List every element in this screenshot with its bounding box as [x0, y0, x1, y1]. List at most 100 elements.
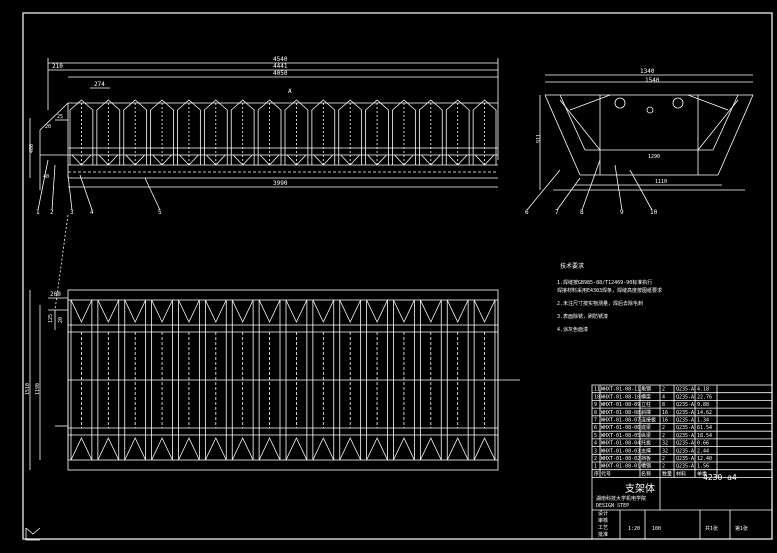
plan-bay-bottom-brace [151, 437, 173, 461]
plan-bay-bottom-brace [205, 437, 227, 461]
plan-bay-top-brace [70, 299, 93, 323]
bom-cell: 底梁 [641, 424, 651, 431]
front-bay-brace [430, 154, 441, 166]
bom-cell: 2 [662, 425, 665, 431]
bom-cell: WHXT-01-08-11 [601, 387, 640, 393]
plan-bay-top-brace [393, 299, 415, 323]
front-bay-brace [367, 154, 378, 166]
front-bay-frame [472, 99, 497, 165]
note-4: 4.涂灰色面漆 [557, 326, 588, 333]
dim-side-bottom-a: 1290 [648, 154, 660, 160]
bom-cell: 1.56 [697, 464, 709, 470]
title-label-approve: 批准 [598, 531, 608, 538]
bom-cell: 连接板 [641, 417, 656, 424]
front-bay-brace [188, 154, 199, 166]
bom-cell: 2 [662, 464, 665, 470]
dim-front-overall: 4540 [273, 56, 288, 63]
bom-cell: 4 [662, 394, 665, 400]
side-view [539, 74, 754, 191]
note-3: 3.表面除锈，刷防锈漆 [557, 313, 608, 320]
bom-cell: Q235-A [676, 441, 694, 447]
front-bay-brace [474, 154, 485, 166]
front-bay-frame [257, 99, 282, 165]
side-dimensions: 1340 1540 1290 1110 911 [536, 68, 667, 185]
bom-header-cell: 序 [594, 470, 599, 477]
bom-cell: 32 [662, 448, 668, 454]
section-mark-a: A [288, 88, 292, 95]
plan-bay-top-brace [97, 299, 120, 323]
front-bay-frame [96, 99, 121, 165]
bom-cell: 槽钢 [641, 463, 651, 470]
bom-cell: WHXT-01-08-09 [601, 402, 640, 408]
plan-bay-bottom-brace [97, 437, 120, 461]
front-bay-brace [403, 154, 414, 166]
dim-plan-offset: 200 [50, 291, 61, 298]
bom-grid [591, 384, 773, 540]
bom-cell: 1.34 [697, 418, 709, 424]
bom-cell: Q235-A [676, 418, 694, 424]
front-bay-brace [242, 154, 253, 166]
note-2: 2.未注尺寸按实物测量，焊后去除毛刺 [557, 300, 643, 307]
bom-cell: 9 [594, 402, 597, 408]
front-bay-frame [123, 99, 148, 165]
balloon-5: 5 [158, 209, 162, 216]
front-view [29, 58, 499, 190]
bom-cell: 立柱 [641, 401, 651, 408]
bom-cell: 12.40 [697, 456, 712, 462]
dim-plan-h-a: 1190 [35, 383, 41, 395]
bom-cell: 8 [662, 402, 665, 408]
front-bay-brace [134, 154, 145, 166]
balloon-9: 9 [620, 209, 624, 216]
plan-bay-bottom-brace [446, 437, 469, 461]
front-bay-frame [311, 99, 336, 165]
balloon-6: 6 [525, 209, 529, 216]
bom-cell: Q235-A [676, 410, 694, 416]
bom-cell: 2 [662, 456, 665, 462]
bom-cell: 14.62 [697, 410, 712, 416]
title-label-design: 设计 [598, 510, 608, 517]
title-part-name: 支架体 [625, 483, 655, 495]
front-bay-brace [125, 154, 136, 166]
bom-cell: Q235-A [676, 425, 694, 431]
bom-cell: 7 [594, 418, 597, 424]
plan-bay-top-brace [231, 299, 254, 323]
bom-cell: 10 [594, 394, 600, 400]
note-1b: 焊接材料采用E4303焊条，焊缝高度按图纸要求 [557, 287, 662, 294]
bom-header-cell: 单重 [697, 470, 707, 477]
plan-bay-bottom-brace [178, 437, 200, 461]
front-bay-brace [323, 154, 334, 166]
front-bay-frame [365, 99, 389, 165]
front-bay-frame [150, 99, 174, 165]
title-label-process: 工艺 [598, 525, 608, 531]
bom-cell: 0.66 [697, 441, 709, 447]
bom-cell: WHXT-01-08-06 [601, 425, 640, 431]
bom-cell: 8 [594, 410, 597, 416]
bom-cell: WHXT-01-08-03 [601, 448, 640, 454]
bom-cell: 6 [594, 425, 597, 431]
front-bay-brace [484, 154, 495, 166]
balloon-10: 10 [650, 209, 658, 216]
bom-cell: Q235-A [676, 433, 694, 439]
bom-cell: 4 [594, 441, 597, 447]
dim-side-inner: 911 [536, 134, 542, 143]
front-bay-frame [392, 99, 416, 165]
balloon-2: 2 [50, 209, 54, 216]
front-bay-brace [457, 154, 468, 166]
plan-bay-top-brace [151, 299, 173, 323]
plan-bay-bottom-brace [70, 437, 93, 461]
plan-bay-bottom-brace [312, 437, 335, 461]
bom-cell: 16 [662, 418, 668, 424]
bom-cell: WHXT-01-08-07 [601, 418, 640, 424]
front-bay-brace [152, 154, 163, 166]
dim-front-pitch: 274 [94, 81, 105, 88]
bom-cell: 11 [594, 387, 600, 393]
bom-header-cell: 代号 [601, 470, 611, 477]
bom-cell: 2 [662, 387, 665, 393]
front-bay-brace [349, 154, 360, 166]
dim-front-h-b: 20 [45, 124, 51, 130]
plan-dimensions: 200 1510 1190 125 20 [25, 291, 64, 395]
dim-front-left: 210 [52, 63, 63, 70]
plan-bay-bottom-brace [124, 437, 146, 461]
